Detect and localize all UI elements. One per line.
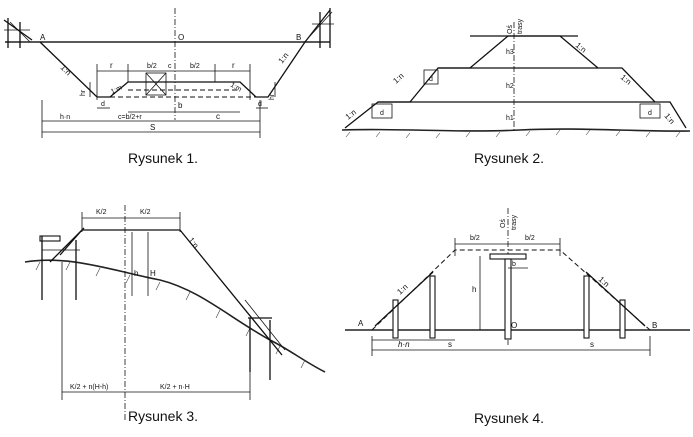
fig3-h: h xyxy=(134,269,138,278)
fig1-b-bottom: b xyxy=(178,101,183,110)
fig4-point-a: A xyxy=(358,319,364,328)
fig3-right-profile-board xyxy=(244,299,286,380)
fig4-b-half-left: b/2 xyxy=(470,235,480,242)
fig4-point-b: B xyxy=(652,321,657,330)
fig1-left-profile-board xyxy=(3,18,33,48)
fig1-hr-right: hr xyxy=(269,93,276,100)
fig1-right-profile-board xyxy=(304,8,334,48)
fig4-hn: h·n xyxy=(398,340,410,349)
fig1-axis-box xyxy=(145,72,167,96)
fig2-d-1: d xyxy=(429,76,433,83)
figure-3-embankment-on-slope: K/2 K/2 1:n h H K/2 + n(H-h) K/2 + n·H R… xyxy=(24,205,326,424)
fig2-axis-label-2: trasy xyxy=(517,18,524,34)
fig4-center-post xyxy=(504,258,512,340)
fig1-c-top: c xyxy=(168,63,172,70)
fig2-d-box-1 xyxy=(423,69,439,85)
figure-1-cut-with-ditches: A O B 1:n 1:n r b/2 c b/2 r 1:m 1:m hr h… xyxy=(3,8,334,166)
fig1-point-a: A xyxy=(40,33,46,42)
fig4-axis-label-2: trasy xyxy=(511,214,518,230)
fig1-c-right: c xyxy=(216,112,220,121)
fig1-slope-right: 1:n xyxy=(276,51,290,65)
fig1-s: S xyxy=(150,123,155,132)
fig4-axis-label: Oś xyxy=(500,219,507,228)
fig3-formula-right: K/2 + n·H xyxy=(160,384,190,391)
fig1-hn: h·n xyxy=(60,114,70,121)
fig1-hr-left: hr xyxy=(80,89,87,96)
fig1-caption: Rysunek 1. xyxy=(128,150,198,166)
fig3-k2-left: K/2 xyxy=(96,209,107,216)
fig1-r-right: r xyxy=(232,61,235,70)
fig2-h1: h1 xyxy=(506,115,514,122)
fig4-caption: Rysunek 4. xyxy=(474,410,544,426)
fig4-b-half-right: b/2 xyxy=(525,235,535,242)
fig4-right-profile-board xyxy=(583,271,646,339)
fig2-h3: h3 xyxy=(506,49,514,56)
fig4-b: b xyxy=(512,261,516,268)
fig3-embankment-outline xyxy=(59,229,283,356)
fig3-left-profile-board xyxy=(39,227,85,300)
fig1-b-half-right: b/2 xyxy=(190,63,200,70)
fig3-formula-left: K/2 + n(H-h) xyxy=(70,384,108,391)
fig4-point-o: O xyxy=(511,321,517,330)
fig3-slope: 1:n xyxy=(186,236,200,250)
fig4-slope-right: 1:n xyxy=(597,275,611,289)
fig4-s-right: s xyxy=(590,340,594,349)
fig1-m-left: 1:m xyxy=(110,84,124,95)
fig2-slope-mid: 1:n xyxy=(391,71,405,85)
fig1-c-formula: c=b/2+r xyxy=(118,114,142,121)
fig4-slope-left: 1:n xyxy=(395,282,409,296)
fig2-d-3: d xyxy=(648,110,652,117)
fig3-ground-slope xyxy=(24,259,326,373)
fig1-d-right: d xyxy=(258,101,262,108)
fig2-d-box-3 xyxy=(639,103,661,119)
fig1-point-o: O xyxy=(178,33,184,42)
fig2-ground-line xyxy=(341,128,691,132)
fig3-caption: Rysunek 3. xyxy=(128,408,198,424)
figure-4-embankment-profile-boards: Oś trasy b/2 b/2 1:n 1:n h b A O B h·n s… xyxy=(345,208,690,426)
fig1-slope-left: 1:n xyxy=(59,63,73,77)
fig3-H: H xyxy=(150,269,156,278)
fig2-axis-label: Oś xyxy=(507,25,514,34)
fig2-d-2: d xyxy=(380,110,384,117)
fig1-point-b: B xyxy=(296,33,301,42)
fig4-h: h xyxy=(472,285,476,294)
fig4-center-board xyxy=(489,253,527,260)
fig2-h2: h2 xyxy=(506,83,514,90)
fig1-m-right: 1:m xyxy=(229,82,243,94)
fig2-d-box-2 xyxy=(371,103,393,119)
fig4-left-profile-board xyxy=(374,271,436,339)
fig1-cut-profile xyxy=(39,41,306,98)
fig1-r-left: r xyxy=(110,61,113,70)
fig2-caption: Rysunek 2. xyxy=(474,150,544,166)
fig2-slope-mid-right: 1:n xyxy=(619,73,633,87)
fig4-s-left: s xyxy=(448,340,452,349)
fig2-slope-low-right: 1:n xyxy=(662,112,676,126)
fig2-slope-top: 1:n xyxy=(574,41,588,55)
fig1-d-left: d xyxy=(101,101,105,108)
fig3-k2-right: K/2 xyxy=(140,209,151,216)
fig1-b-half-left: b/2 xyxy=(147,63,157,70)
figure-2-stepped-embankment: Oś trasy h3 h2 h1 1:n 1:n 1:n 1:n 1:n d … xyxy=(341,18,691,166)
